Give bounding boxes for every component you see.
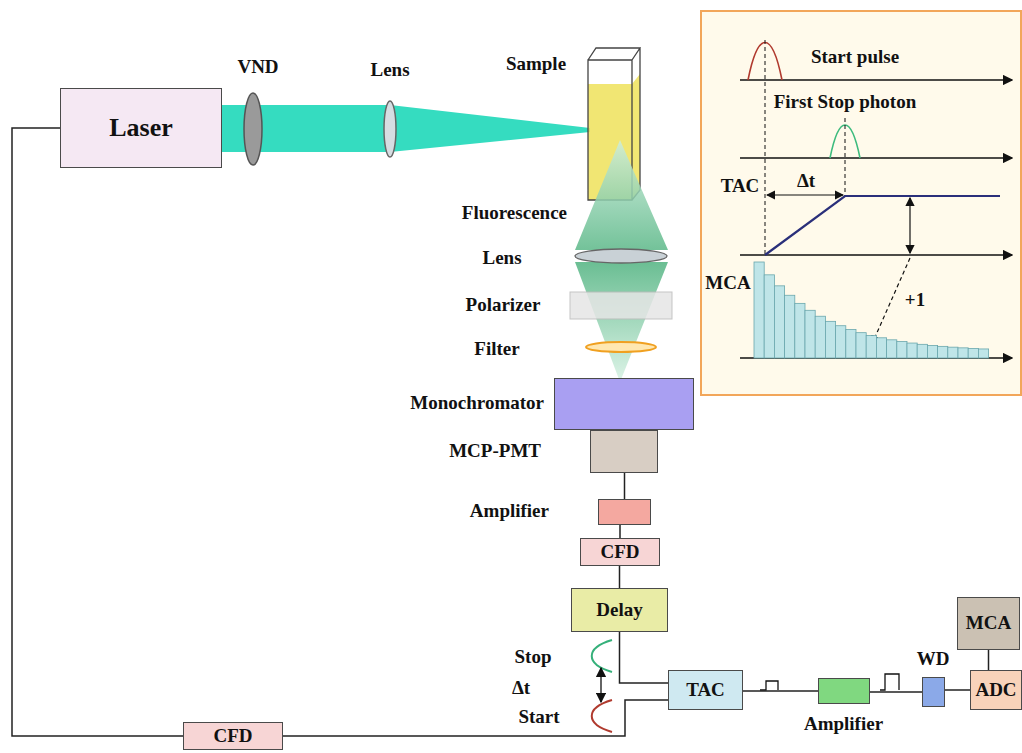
filter — [586, 342, 656, 352]
node-label: MCP-PMT — [449, 441, 541, 462]
monochromator-box: Monochromator — [554, 378, 694, 430]
lens — [575, 249, 667, 263]
histogram-bar — [938, 346, 948, 358]
histogram-bar — [846, 329, 856, 358]
adc-box: ADC — [970, 670, 1022, 710]
panel-label: Start pulse — [811, 47, 899, 68]
laser-beam — [222, 105, 590, 152]
node-label: Amplifier — [804, 714, 883, 735]
laser-box: Laser — [60, 88, 222, 168]
inset-panel — [701, 11, 1022, 395]
histogram-bar — [836, 326, 846, 358]
histogram-bar — [815, 316, 825, 358]
histogram-bar — [825, 321, 835, 358]
signal-wire — [620, 632, 669, 683]
node-label: Delay — [596, 600, 642, 621]
part-label: VND — [237, 57, 278, 78]
delay-box: Delay — [571, 588, 668, 632]
histogram-bar — [876, 338, 886, 358]
part-label: Filter — [474, 339, 519, 360]
histogram-bar — [785, 295, 795, 358]
part-label: Fluorescence — [462, 203, 567, 224]
signal-wire — [12, 128, 183, 736]
signal-wire — [870, 691, 922, 693]
histogram-bar — [917, 344, 927, 358]
histogram-bar — [856, 333, 866, 358]
histogram-bar — [764, 275, 774, 358]
histogram-bar — [978, 349, 988, 358]
panel-label: +1 — [905, 290, 925, 311]
histogram-bar — [958, 348, 968, 358]
node-label: ADC — [975, 680, 1016, 701]
stop-pulse — [592, 640, 612, 672]
panel-label: MCA — [705, 273, 750, 294]
node-label: Laser — [109, 114, 173, 143]
wd-box: WD — [922, 677, 945, 707]
part-label: Stop — [515, 647, 552, 668]
fluorescence-beam — [575, 140, 668, 382]
node-label: MCA — [966, 613, 1011, 634]
tac-pulse — [760, 681, 778, 690]
histogram-bar — [968, 348, 978, 358]
part-label: Sample — [506, 54, 566, 75]
panel-label: TAC — [721, 176, 760, 197]
amplified-pulse — [880, 674, 899, 690]
histogram-bar — [897, 342, 907, 358]
histogram-bar — [907, 343, 917, 358]
histogram-bar — [887, 340, 897, 358]
node-label: Amplifier — [470, 501, 549, 522]
amplifier-box: Amplifier — [598, 499, 651, 525]
node-label: CFD — [213, 726, 252, 747]
part-label: Polarizer — [466, 295, 541, 316]
node-label: Monochromator — [410, 393, 544, 414]
part-label: Lens — [370, 60, 409, 81]
vnd-filter — [244, 93, 262, 165]
panel-label: First Stop photon — [774, 92, 917, 113]
cfd-box: CFD — [580, 538, 660, 566]
signal-wire — [624, 473, 626, 499]
tac-ramp — [765, 196, 1000, 255]
histogram-bar — [795, 303, 805, 358]
part-label: Lens — [482, 248, 521, 269]
polarizer — [570, 292, 672, 319]
histogram-bar — [754, 262, 764, 358]
signal-wire — [743, 690, 818, 692]
part-label: Start — [518, 707, 559, 728]
node-label: TAC — [686, 680, 725, 701]
amplifier-box: Amplifier — [818, 678, 870, 704]
signal-wire — [619, 525, 621, 538]
cfd-box: CFD — [183, 722, 283, 750]
detector-box: MCP-PMT — [590, 430, 658, 473]
histogram-bar — [774, 286, 784, 358]
node-label: WD — [917, 649, 950, 670]
mca-box: MCA — [957, 597, 1020, 650]
signal-wire — [619, 566, 621, 588]
histogram-bar — [805, 310, 815, 358]
histogram-bar — [948, 347, 958, 358]
node-label: CFD — [600, 542, 639, 563]
signal-wire — [945, 689, 970, 691]
inset-panel: Start pulseFirst Stop photonTAC ΔtMCA +1 — [700, 10, 1022, 396]
histogram-bar — [866, 335, 876, 358]
histogram-bar — [927, 345, 937, 358]
tac-box: TAC — [668, 670, 743, 710]
start-pulse — [592, 700, 612, 732]
signal-wire — [283, 700, 668, 736]
part-label: Δt — [512, 678, 530, 699]
signal-wire — [988, 650, 990, 670]
panel-label: Δt — [797, 171, 815, 192]
lens — [384, 101, 396, 157]
